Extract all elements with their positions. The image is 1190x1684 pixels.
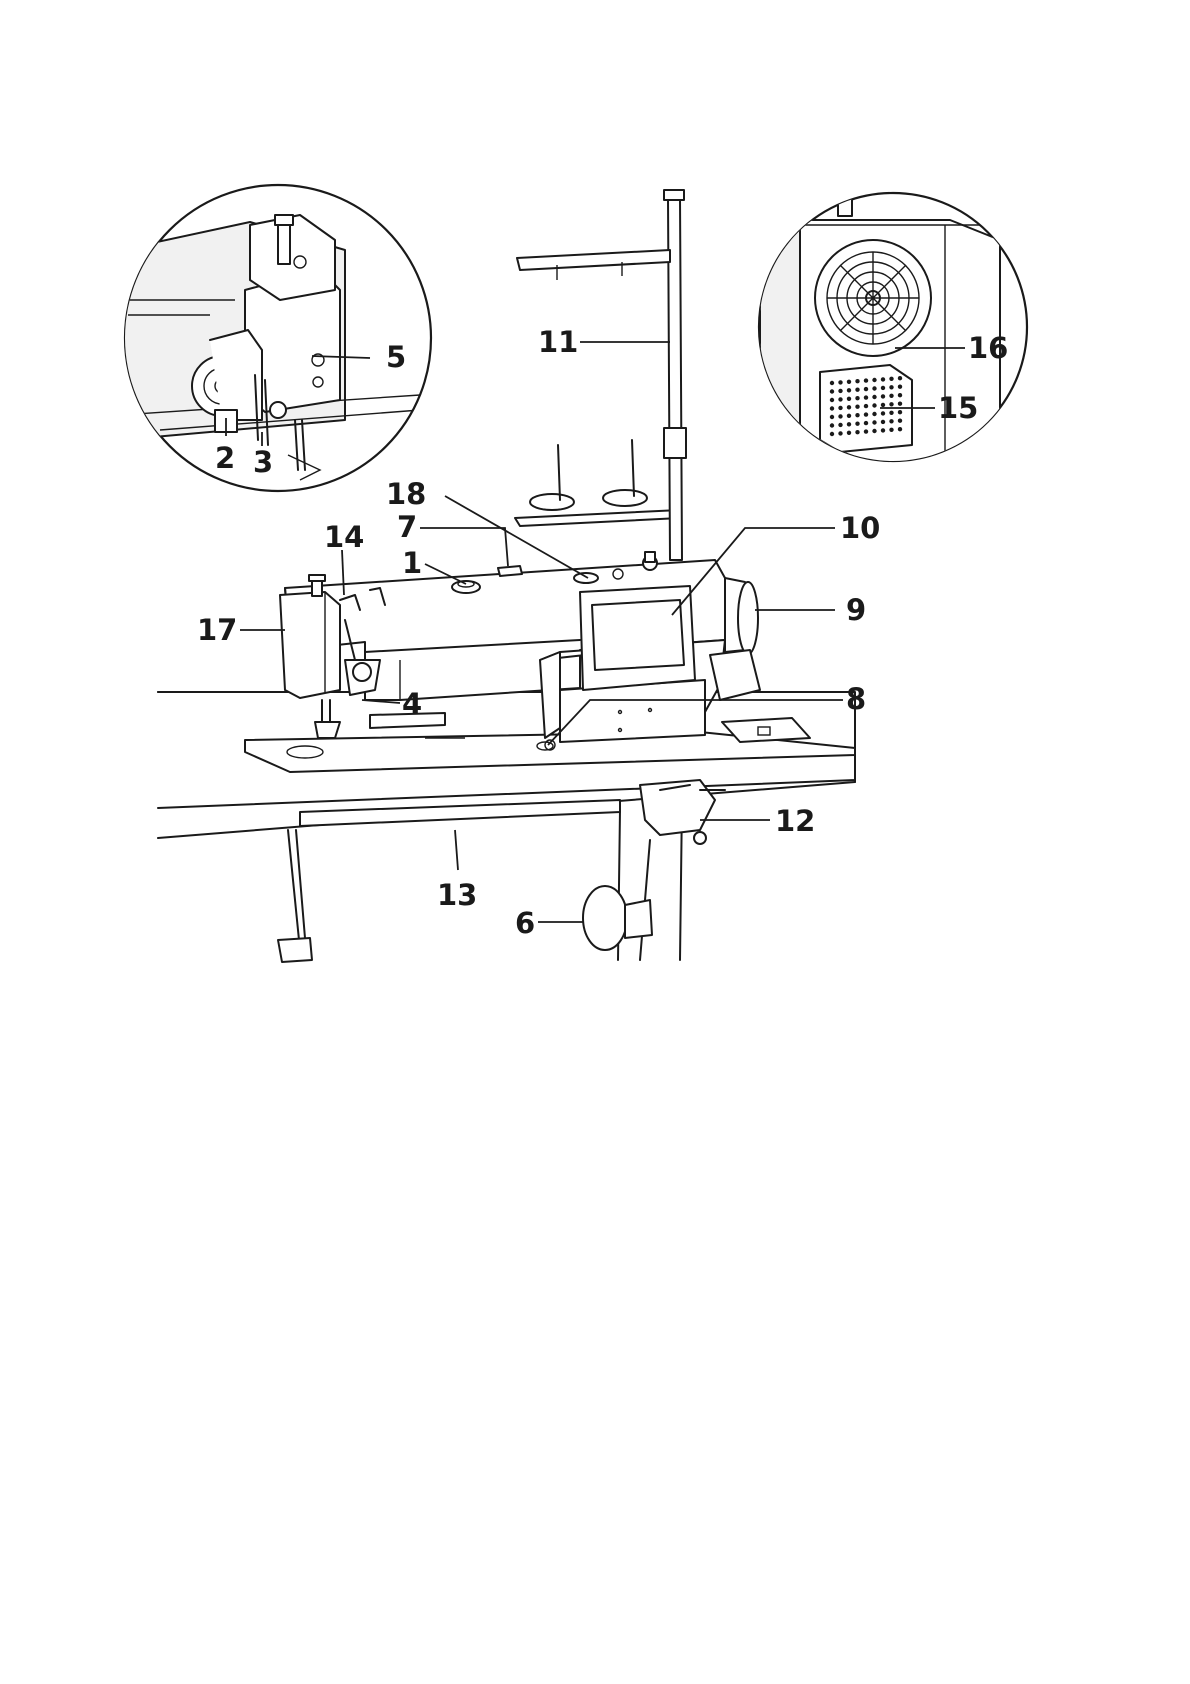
grid-hole (889, 402, 893, 406)
callout-8: 8 (846, 682, 866, 716)
grid-hole (889, 385, 893, 389)
grid-hole (830, 415, 834, 419)
callout-16: 16 (968, 331, 1008, 365)
grid-hole (864, 404, 868, 408)
grid-hole (838, 414, 842, 418)
callout-5: 5 (386, 340, 406, 374)
callout-7: 7 (397, 510, 417, 544)
callout-18: 18 (386, 477, 426, 511)
grid-hole (847, 405, 851, 409)
grid-hole (838, 397, 842, 401)
grid-hole (847, 380, 851, 384)
callout-11: 11 (538, 325, 578, 359)
grid-hole (889, 419, 893, 423)
grid-hole (838, 423, 842, 427)
machine-head (280, 592, 340, 698)
grid-hole (872, 412, 876, 416)
grid-hole (855, 405, 859, 409)
grid-hole (830, 432, 834, 436)
grid-hole (872, 403, 876, 407)
grid-hole (838, 380, 842, 384)
grid-hole (872, 429, 876, 433)
grid-hole (889, 411, 893, 415)
grid-hole (830, 406, 834, 410)
callout-2: 2 (215, 441, 235, 475)
grid-hole (838, 406, 842, 410)
callout-12: 12 (775, 804, 815, 838)
grid-hole (881, 377, 885, 381)
grid-hole (847, 422, 851, 426)
grid-hole (847, 397, 851, 401)
callout-3: 3 (253, 445, 273, 479)
grid-hole (881, 403, 885, 407)
grid-hole (855, 422, 859, 426)
grid-hole (864, 395, 868, 399)
grid-hole (855, 396, 859, 400)
grid-hole (838, 431, 842, 435)
grid-hole (898, 376, 902, 380)
grid-hole (855, 388, 859, 392)
spool-stand-base (515, 510, 680, 526)
grid-hole (881, 411, 885, 415)
grid-hole (855, 379, 859, 383)
callout-13: 13 (437, 878, 477, 912)
grid-hole (864, 429, 868, 433)
grid-hole (881, 386, 885, 390)
callout-6: 6 (515, 906, 535, 940)
callout-14: 14 (324, 520, 364, 554)
grid-hole (830, 381, 834, 385)
grid-hole (830, 398, 834, 402)
grid-hole (864, 421, 868, 425)
callout-9: 9 (846, 593, 866, 627)
grid-hole (889, 428, 893, 432)
knee-lifter (583, 886, 627, 950)
grid-hole (864, 387, 868, 391)
callout-1: 1 (402, 546, 422, 580)
callout-17: 17 (197, 613, 237, 647)
grid-hole (855, 430, 859, 434)
grid-hole (847, 388, 851, 392)
callout-4: 4 (402, 687, 422, 721)
grid-hole (847, 414, 851, 418)
grid-hole (830, 423, 834, 427)
grid-hole (881, 394, 885, 398)
leader-7 (420, 528, 508, 566)
grid-hole (889, 377, 893, 381)
grid-hole (838, 389, 842, 393)
grid-hole (855, 413, 859, 417)
leader-13 (455, 830, 458, 870)
grid-hole (889, 394, 893, 398)
grid-hole (898, 419, 902, 423)
detail-view-left (120, 185, 431, 491)
thread-guide-bar (517, 250, 670, 270)
grid-hole (872, 386, 876, 390)
grid-hole (872, 420, 876, 424)
grid-hole (864, 378, 868, 382)
grid-hole (898, 393, 902, 397)
grid-hole (864, 412, 868, 416)
grid-hole (872, 395, 876, 399)
grid-hole (898, 410, 902, 414)
grid-hole (881, 428, 885, 432)
callout-10: 10 (840, 511, 880, 545)
grid-hole (881, 420, 885, 424)
grid-hole (847, 431, 851, 435)
grid-hole (872, 378, 876, 382)
grid-hole (898, 427, 902, 431)
grid-hole (898, 385, 902, 389)
callout-15: 15 (938, 391, 978, 425)
grid-hole (898, 402, 902, 406)
oil-window (574, 573, 598, 583)
grid-hole (830, 389, 834, 393)
